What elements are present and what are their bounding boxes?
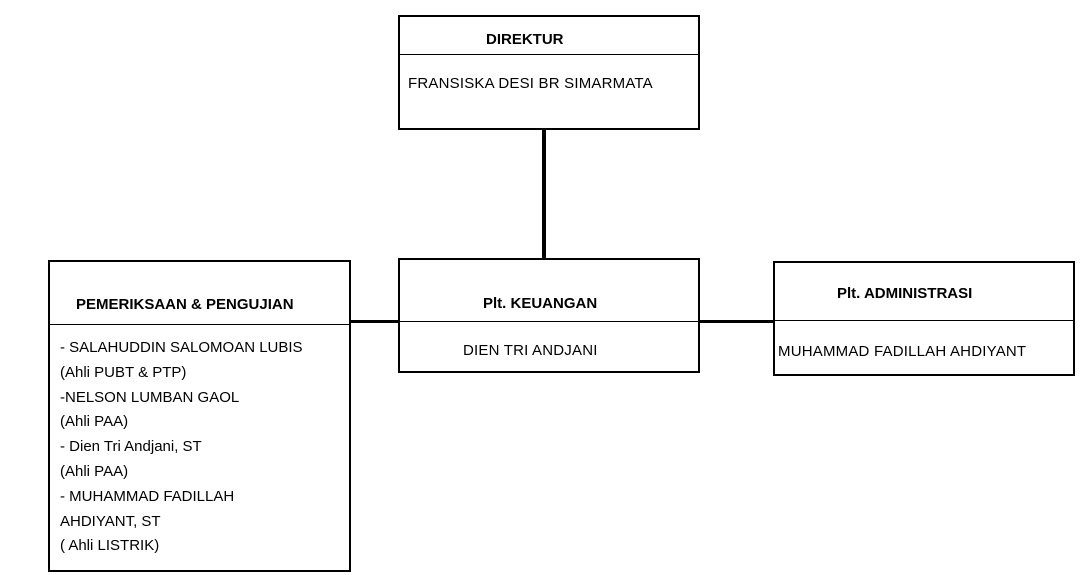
inspection-line: - Dien Tri Andjani, ST (60, 438, 202, 456)
administration-divider (775, 320, 1073, 321)
inspection-title: PEMERIKSAAN & PENGUJIAN (76, 296, 294, 313)
inspection-line: ( Ahli LISTRIK) (60, 537, 160, 555)
administration-name: MUHAMMAD FADILLAH AHDIYANT (778, 343, 1027, 360)
inspection-divider (50, 324, 349, 325)
director-divider (400, 54, 698, 55)
administration-title: Plt. ADMINISTRASI (837, 285, 973, 302)
inspection-line: AHDIYANT, ST (60, 512, 161, 530)
director-title: DIREKTUR (486, 31, 564, 48)
inspection-line: (Ahli PAA) (60, 413, 129, 431)
inspection-line: (Ahli PUBT & PTP) (60, 363, 187, 381)
connector-director-finance (542, 129, 546, 259)
administration-box: Plt. ADMINISTRASI MUHAMMAD FADILLAH AHDI… (773, 261, 1075, 376)
inspection-line: (Ahli PAA) (60, 462, 129, 480)
inspection-line: - SALAHUDDIN SALOMOAN LUBIS (60, 339, 303, 356)
inspection-line: -NELSON LUMBAN GAOL (60, 388, 240, 406)
finance-box: Plt. KEUANGAN DIEN TRI ANDJANI (398, 258, 700, 373)
inspection-member-list: - SALAHUDDIN SALOMOAN LUBIS (Ahli PUBT &… (60, 336, 303, 559)
finance-name: DIEN TRI ANDJANI (463, 342, 598, 359)
finance-divider (400, 321, 698, 322)
connector-inspection-finance (349, 320, 400, 323)
inspection-box: PEMERIKSAAN & PENGUJIAN - SALAHUDDIN SAL… (48, 260, 351, 572)
finance-title: Plt. KEUANGAN (483, 295, 598, 312)
director-name: FRANSISKA DESI BR SIMARMATA (408, 75, 653, 92)
connector-finance-administration (698, 320, 776, 323)
director-box: DIREKTUR FRANSISKA DESI BR SIMARMATA (398, 15, 700, 130)
inspection-line: - MUHAMMAD FADILLAH (60, 487, 235, 505)
